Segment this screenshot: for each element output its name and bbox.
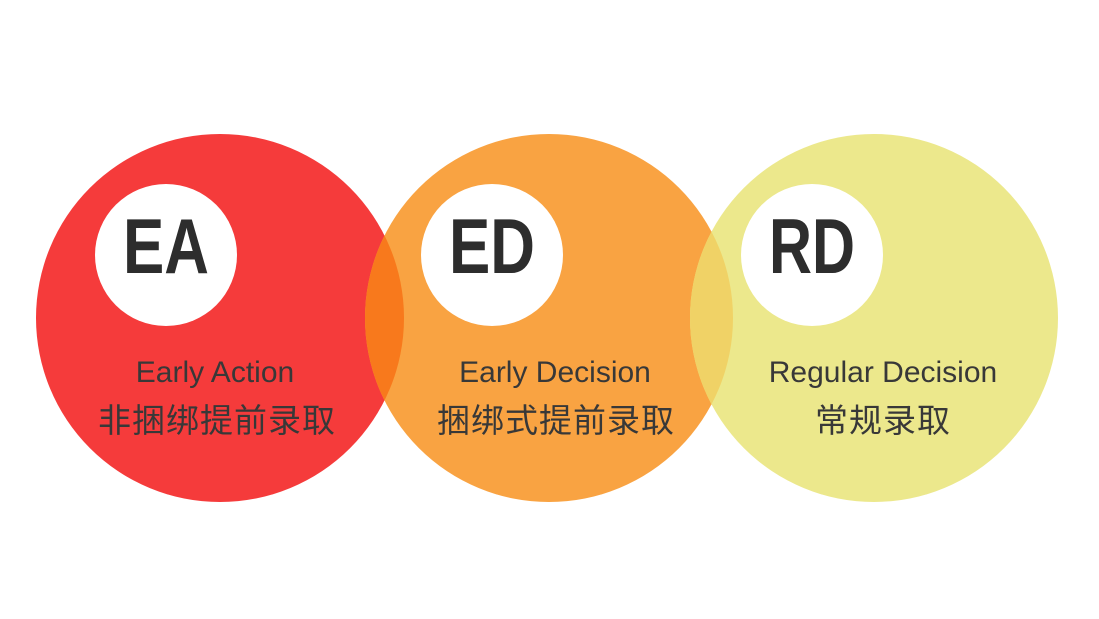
ea-circle <box>36 134 404 502</box>
ed-title-chinese: 捆绑式提前录取 <box>437 402 675 439</box>
ea-title-chinese: 非捆绑提前录取 <box>98 402 336 439</box>
ed-abbr-label: ED <box>449 202 535 290</box>
ea-abbr-label: EA <box>123 202 209 290</box>
rd-title-chinese: 常规录取 <box>815 402 951 439</box>
rd-badge-circle <box>741 184 883 326</box>
rd-circle <box>690 134 1058 502</box>
ed-title-english: Early Decision <box>459 356 651 389</box>
rd-title-english: Regular Decision <box>769 356 997 389</box>
ea-title-english: Early Action <box>136 356 294 389</box>
rd-abbr-label: RD <box>769 202 855 290</box>
ea-badge-circle <box>95 184 237 326</box>
ed-badge-circle <box>421 184 563 326</box>
ed-circle <box>365 134 733 502</box>
